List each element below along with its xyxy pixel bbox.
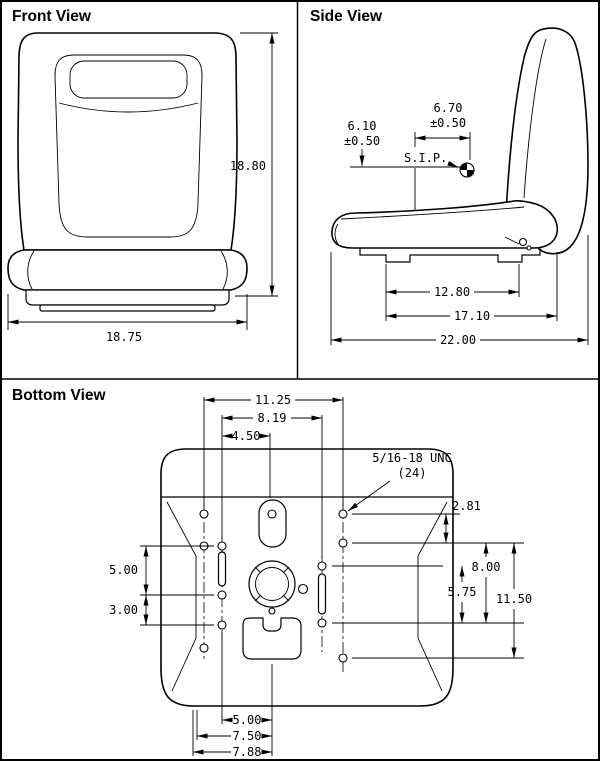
sip-setback-tolerance: ±0.50: [430, 116, 466, 130]
front-width-label: 18.75: [106, 330, 142, 344]
thread-spec-label: 5/16-18 UNC: [372, 451, 451, 465]
right-mid-label: 8.00: [472, 560, 501, 574]
right-top-label: 2.81: [452, 499, 481, 513]
base-length-label: 17.10: [454, 309, 490, 323]
right-inner-label: 5.75: [448, 585, 477, 599]
sip-height-tolerance: ±0.50: [344, 134, 380, 148]
front-height-dimension: 18.80: [230, 32, 278, 297]
sip-target-icon: [459, 162, 475, 178]
bottom-wide-label: 7.88: [233, 745, 262, 759]
bottom-seat-drawing: [160, 448, 454, 707]
side-view-panel: Side View 6.70 ±0.50 6.10 ±0.50: [310, 8, 589, 347]
bolt-span-narrow-label: 4.50: [232, 429, 261, 443]
sip-label: S.I.P.: [404, 151, 447, 165]
bottom-narrow-label: 5.00: [233, 713, 262, 727]
thread-callout: 5/16-18 UNC (24): [347, 451, 452, 512]
bottom-top-dimensions: 11.25 8.19 4.50: [203, 393, 344, 558]
bolt-span-wide-label: 11.25: [255, 393, 291, 407]
sip-height-label: 6.10: [348, 119, 377, 133]
side-seat-drawing: [331, 27, 589, 263]
sip-height-dimension: 6.10 ±0.50: [344, 119, 460, 168]
bottom-bottom-dimensions: 5.00 7.50 7.88: [192, 632, 273, 759]
front-seat-drawing: [7, 32, 248, 312]
mount-length-label: 12.80: [434, 285, 470, 299]
sip-setback-label: 6.70: [434, 101, 463, 115]
side-view-title: Side View: [310, 8, 383, 25]
right-overall-label: 11.50: [496, 592, 532, 606]
front-view-title: Front View: [12, 8, 92, 25]
front-view-panel: Front View 18.80 18.75: [7, 8, 278, 344]
front-width-dimension: 18.75: [7, 294, 248, 344]
bolt-span-mid-label: 8.19: [258, 411, 287, 425]
side-length-dimensions: 12.80 17.10 22.00: [330, 235, 589, 347]
overall-length-label: 22.00: [440, 333, 476, 347]
sip-callout: S.I.P.: [404, 151, 475, 178]
front-height-label: 18.80: [230, 159, 266, 173]
sip-setback-dimension: 6.70 ±0.50: [414, 101, 471, 210]
left-upper-label: 5.00: [109, 563, 138, 577]
bottom-view-title: Bottom View: [12, 387, 107, 404]
bottom-mid-label: 7.50: [233, 729, 262, 743]
bottom-view-panel: Bottom View: [12, 387, 532, 759]
bottom-right-dimensions: 2.81 5.75 8.00 11.50: [332, 499, 532, 659]
left-lower-label: 3.00: [109, 603, 138, 617]
thread-qty-label: (24): [398, 466, 427, 480]
bottom-left-dimensions: 5.00 3.00: [109, 545, 214, 626]
